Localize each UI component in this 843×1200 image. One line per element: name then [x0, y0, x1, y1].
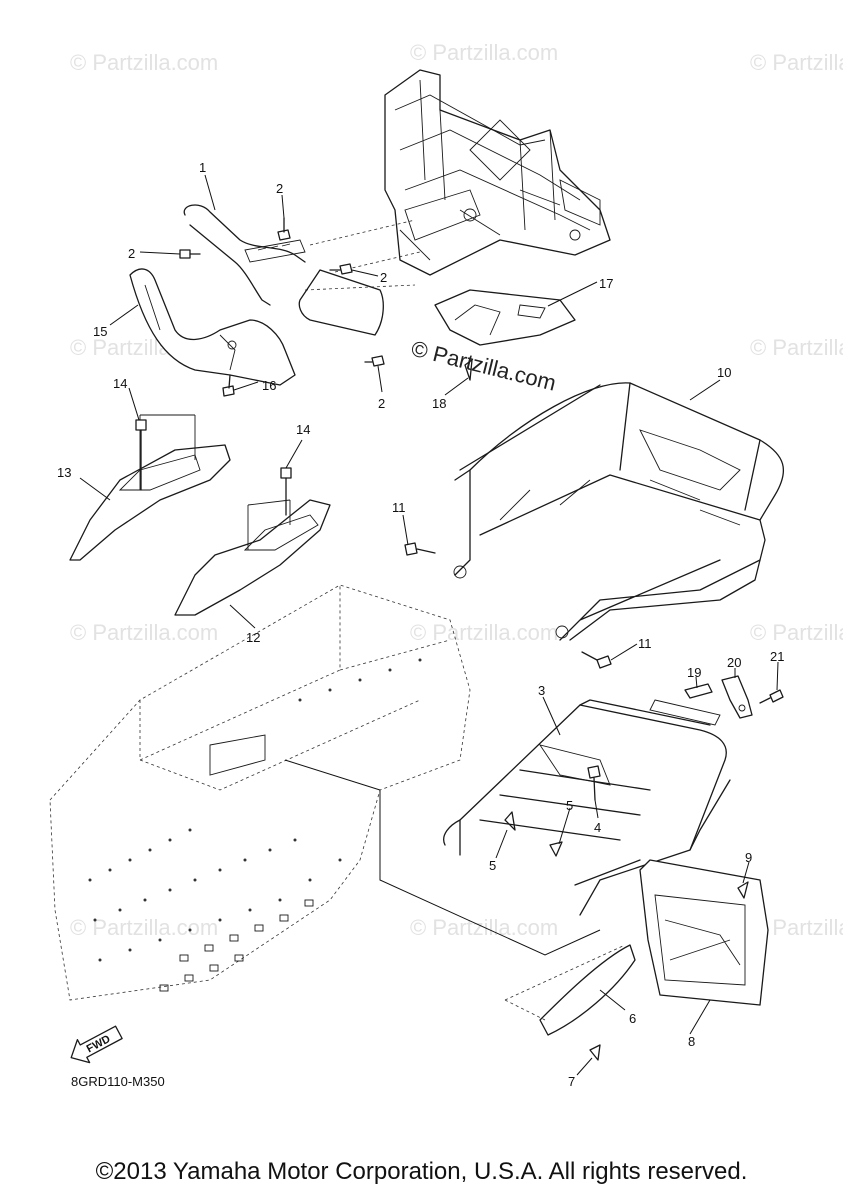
main-frame-drawing [384, 69, 611, 276]
callout-12: 12 [246, 630, 260, 645]
rear-cargo-frame-drawing [453, 382, 784, 641]
callout-19: 19 [687, 665, 701, 680]
watermark: © Partzilla.com [410, 40, 558, 65]
watermark: © Partzilla.com [750, 620, 843, 645]
leader-lines [79, 174, 779, 1076]
bolt-21 [759, 689, 784, 704]
callout-16: 16 [262, 378, 276, 393]
clip-5b [549, 841, 563, 857]
callout-3: 3 [538, 683, 545, 698]
watermark: © Partzilla.com [410, 620, 558, 645]
copyright-notice: ©2013 Yamaha Motor Corporation, U.S.A. A… [95, 1158, 748, 1185]
bolt-2c [329, 263, 353, 275]
skid-plate-drawing [434, 289, 576, 346]
screw-16 [222, 374, 235, 397]
bolt-2a [277, 217, 291, 241]
callout-20: 20 [727, 655, 741, 670]
mud-flap-drawing [639, 859, 769, 1006]
clip-5a [504, 811, 516, 831]
bolt-11b [581, 651, 612, 669]
callout-6: 6 [629, 1011, 636, 1026]
assembly-line [284, 759, 601, 956]
callout-14: 14 [113, 376, 127, 391]
callout-5: 5 [489, 858, 496, 873]
callout-4: 4 [594, 820, 601, 835]
fwd-arrow-icon: FWD [70, 1025, 123, 1064]
callout-8: 8 [688, 1034, 695, 1049]
clip-7 [589, 1044, 601, 1061]
bracket-20-drawing [721, 675, 753, 719]
callout-1: 1 [199, 160, 206, 175]
callout-11: 11 [638, 636, 652, 651]
callout-11: 11 [392, 500, 406, 515]
callout-17: 17 [599, 276, 613, 291]
callout-10: 10 [717, 365, 731, 380]
bolt-14b [280, 467, 292, 516]
watermark: © Partzilla.com [70, 620, 218, 645]
watermark: © Partzilla.com [750, 50, 843, 75]
callout-21: 21 [770, 649, 784, 664]
splash-guard-drawing [504, 944, 636, 1036]
bolt-2d [364, 355, 385, 367]
left-side-guard-drawing [69, 414, 231, 561]
diagram-code: 8GRD110-M350 [71, 1074, 165, 1089]
callout-2: 2 [128, 246, 135, 261]
watermark: © Partzilla.com [70, 50, 218, 75]
callout-14: 14 [296, 422, 310, 437]
bolt-4 [587, 765, 601, 801]
watermark: © Partzilla.com [70, 915, 218, 940]
bolt-14a [135, 419, 147, 491]
bolt-11a [404, 542, 436, 556]
fwd-label: FWD [85, 1033, 113, 1055]
callout-2: 2 [378, 396, 385, 411]
callout-5: 5 [566, 798, 573, 813]
callout-2: 2 [276, 181, 283, 196]
callout-7: 7 [568, 1074, 575, 1089]
callout-13: 13 [57, 465, 71, 480]
callout-9: 9 [745, 850, 752, 865]
bracket-19-drawing [684, 683, 713, 699]
rear-rack-drawing [443, 699, 731, 916]
callout-18: 18 [432, 396, 446, 411]
front-bumper-drawing [183, 204, 384, 336]
right-side-guard-drawing [174, 499, 331, 616]
clip-9 [737, 881, 749, 899]
front-guard-drawing [129, 268, 296, 386]
callout-2: 2 [380, 270, 387, 285]
clip-18 [464, 359, 473, 381]
callout-15: 15 [93, 324, 107, 339]
watermark: © Partzilla.com [750, 335, 843, 360]
callout-group: 1 2 2 2 2 3 4 5 5 6 7 8 9 10 11 11 12 13… [57, 160, 784, 1089]
bolt-2b [179, 249, 201, 259]
